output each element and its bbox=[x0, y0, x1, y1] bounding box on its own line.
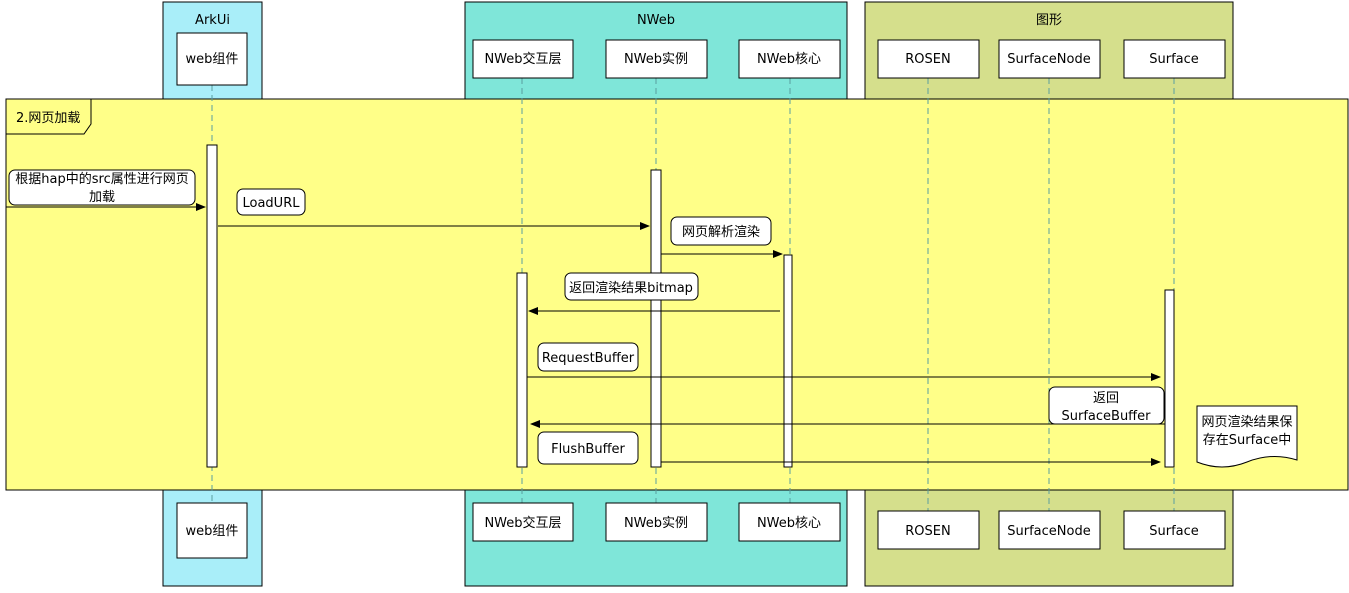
activation-interact bbox=[516, 272, 528, 468]
message-2-box bbox=[236, 188, 306, 216]
participant-core-top-label: NWeb核心 bbox=[757, 52, 821, 67]
participant-surfacenode-top-label: SurfaceNode bbox=[1007, 52, 1090, 67]
participant-web-top-label: web组件 bbox=[186, 52, 239, 67]
message-6-label-line1: 返回 bbox=[1093, 391, 1119, 406]
message-1-label-line1: 根据hap中的src属性进行网页 bbox=[15, 171, 188, 187]
participant-web-bottom-label: web组件 bbox=[186, 524, 239, 539]
message-7-label: FlushBuffer bbox=[551, 442, 625, 457]
participant-surface-top-label: Surface bbox=[1149, 52, 1199, 67]
participant-surface-bottom bbox=[1123, 510, 1226, 550]
message-3-label: 网页解析渲染 bbox=[682, 225, 760, 240]
note-line2: 存在Surface中 bbox=[1203, 433, 1292, 448]
participant-rosen-top-label: ROSEN bbox=[905, 52, 950, 67]
participant-interact-top bbox=[472, 39, 574, 79]
participant-instance-bottom-label: NWeb实例 bbox=[624, 516, 688, 531]
message-4-box bbox=[564, 272, 699, 301]
participant-instance-bottom bbox=[605, 502, 708, 542]
message-3-box bbox=[670, 216, 772, 246]
participant-rosen-bottom bbox=[877, 510, 980, 550]
message-1-label-line2: 加载 bbox=[89, 190, 115, 205]
participant-surface-top bbox=[1123, 39, 1226, 79]
note-shape bbox=[1196, 405, 1298, 468]
participant-core-bottom-label: NWeb核心 bbox=[757, 516, 821, 531]
participant-interact-bottom-label: NWeb交互层 bbox=[484, 515, 561, 531]
activation-instance bbox=[650, 169, 662, 468]
activation-web bbox=[206, 144, 218, 468]
participant-core-bottom bbox=[738, 502, 841, 542]
participant-surfacenode-bottom-label: SurfaceNode bbox=[1007, 524, 1090, 539]
message-6-box bbox=[1048, 386, 1165, 425]
participant-interact-top-label: NWeb交互层 bbox=[484, 51, 561, 67]
participant-surface-bottom-label: Surface bbox=[1149, 524, 1199, 539]
message-7-box bbox=[537, 431, 639, 465]
participant-rosen-top bbox=[877, 39, 980, 79]
graphics-group-title: 图形 bbox=[1036, 13, 1062, 28]
participant-interact-bottom bbox=[472, 502, 574, 542]
message-1-box bbox=[8, 169, 196, 206]
participant-rosen-bottom-label: ROSEN bbox=[905, 524, 950, 539]
nweb-group-title: NWeb bbox=[637, 13, 675, 28]
message-5-box bbox=[537, 342, 639, 372]
participant-surfacenode-top bbox=[998, 39, 1101, 79]
activation-core bbox=[783, 254, 793, 468]
participant-surfacenode-bottom bbox=[998, 510, 1101, 550]
participant-web-top bbox=[176, 32, 248, 86]
activation-surface bbox=[1164, 289, 1175, 468]
participant-core-top bbox=[738, 39, 841, 79]
fragment-label: 2.网页加载 bbox=[16, 111, 80, 126]
message-4-label: 返回渲染结果bitmap bbox=[569, 281, 693, 296]
participant-instance-top-label: NWeb实例 bbox=[624, 52, 688, 67]
participant-web-bottom bbox=[176, 502, 248, 559]
message-6-label-line2: SurfaceBuffer bbox=[1062, 409, 1152, 424]
message-2-label: LoadURL bbox=[243, 196, 301, 211]
participant-instance-top bbox=[605, 39, 708, 79]
fragment-label-box bbox=[5, 98, 92, 135]
message-5-label: RequestBuffer bbox=[542, 351, 635, 366]
note-line1: 网页渲染结果保 bbox=[1201, 415, 1292, 430]
arkui-group-title: ArkUi bbox=[195, 13, 230, 28]
